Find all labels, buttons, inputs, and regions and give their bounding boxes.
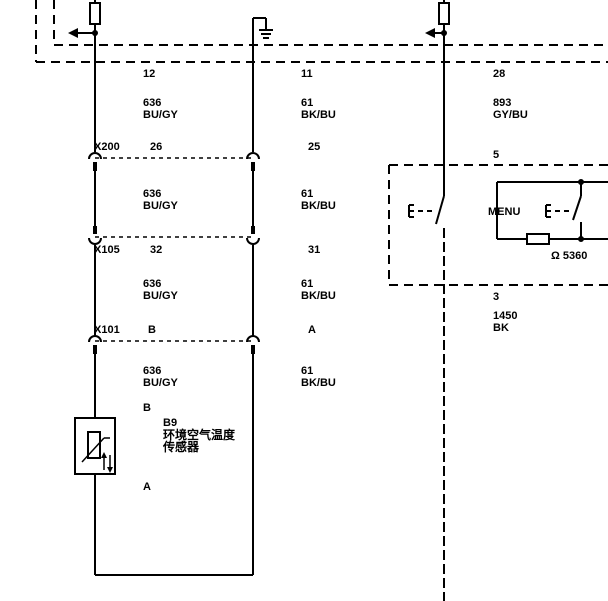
middle-pin-top: 11: [301, 68, 313, 80]
connector-label-x105: X105: [94, 244, 120, 256]
right-wire-top-color: GY/BU: [493, 109, 528, 121]
right-wire-top-code: 893: [493, 97, 511, 109]
right-pin-top: 28: [493, 68, 505, 80]
left-pin-top: 12: [143, 68, 155, 80]
middle-x105-pin: 31: [308, 244, 320, 256]
module-pin-bottom: 3: [493, 291, 499, 303]
left-wire-2-code: 636: [143, 188, 161, 200]
switch-contact-main: [408, 195, 445, 225]
switch-module-boundary: [388, 164, 608, 286]
middle-wire-4-code: 61: [301, 365, 313, 377]
left-wire-4-code: 636: [143, 365, 161, 377]
thermistor-icon: [74, 417, 116, 475]
left-wire-1-code: 636: [143, 97, 161, 109]
sensor-id: B9: [163, 417, 177, 429]
connector-x101: [88, 335, 260, 354]
middle-wire-3-code: 61: [301, 278, 313, 290]
ground-icon: [253, 17, 273, 39]
sensor-pin-bottom: A: [143, 481, 151, 493]
connector-label-x200: X200: [94, 141, 120, 153]
left-wire-4-color: BU/GY: [143, 377, 179, 389]
wire-636-left: [94, 24, 253, 576]
middle-wire-1-code: 61: [301, 97, 313, 109]
right-wire-bottom-color: BK: [493, 322, 509, 334]
left-wire-2-color: BU/GY: [143, 200, 179, 212]
left-x105-pin: 32: [150, 244, 162, 256]
sensor-pin-top: B: [143, 402, 151, 414]
left-wire-3-color: BU/GY: [143, 290, 179, 302]
pullup-resistor-left: [68, 0, 101, 38]
middle-x200-pin: 25: [308, 141, 320, 153]
middle-wire-4-color: BK/BU: [301, 377, 336, 389]
module-pin-top: 5: [493, 149, 499, 161]
left-wire-3-code: 636: [143, 278, 161, 290]
middle-wire-1-color: BK/BU: [301, 109, 336, 121]
middle-wire-3-color: BK/BU: [301, 290, 336, 302]
middle-wire-2-code: 61: [301, 188, 313, 200]
pullup-resistor-right: [425, 0, 450, 38]
top-module-boundary: [35, 0, 608, 63]
connector-x105: [88, 226, 260, 245]
middle-wire-2-color: BK/BU: [301, 200, 336, 212]
connector-x200: [88, 152, 260, 171]
sensor-name-line-2: 传感器: [162, 439, 200, 454]
left-x101-pin: B: [148, 324, 156, 336]
left-x200-pin: 26: [150, 141, 162, 153]
right-wire-bottom-code: 1450: [493, 310, 517, 322]
left-wire-1-color: BU/GY: [143, 109, 179, 121]
sensor-name-line-1: 环境空气温度: [163, 427, 236, 442]
connector-label-x101: X101: [94, 324, 120, 336]
menu-switch-circuit: [496, 179, 608, 245]
resistor-label: Ω 5360: [551, 250, 587, 262]
menu-label: MENU: [488, 206, 520, 218]
middle-x101-pin: A: [308, 324, 316, 336]
